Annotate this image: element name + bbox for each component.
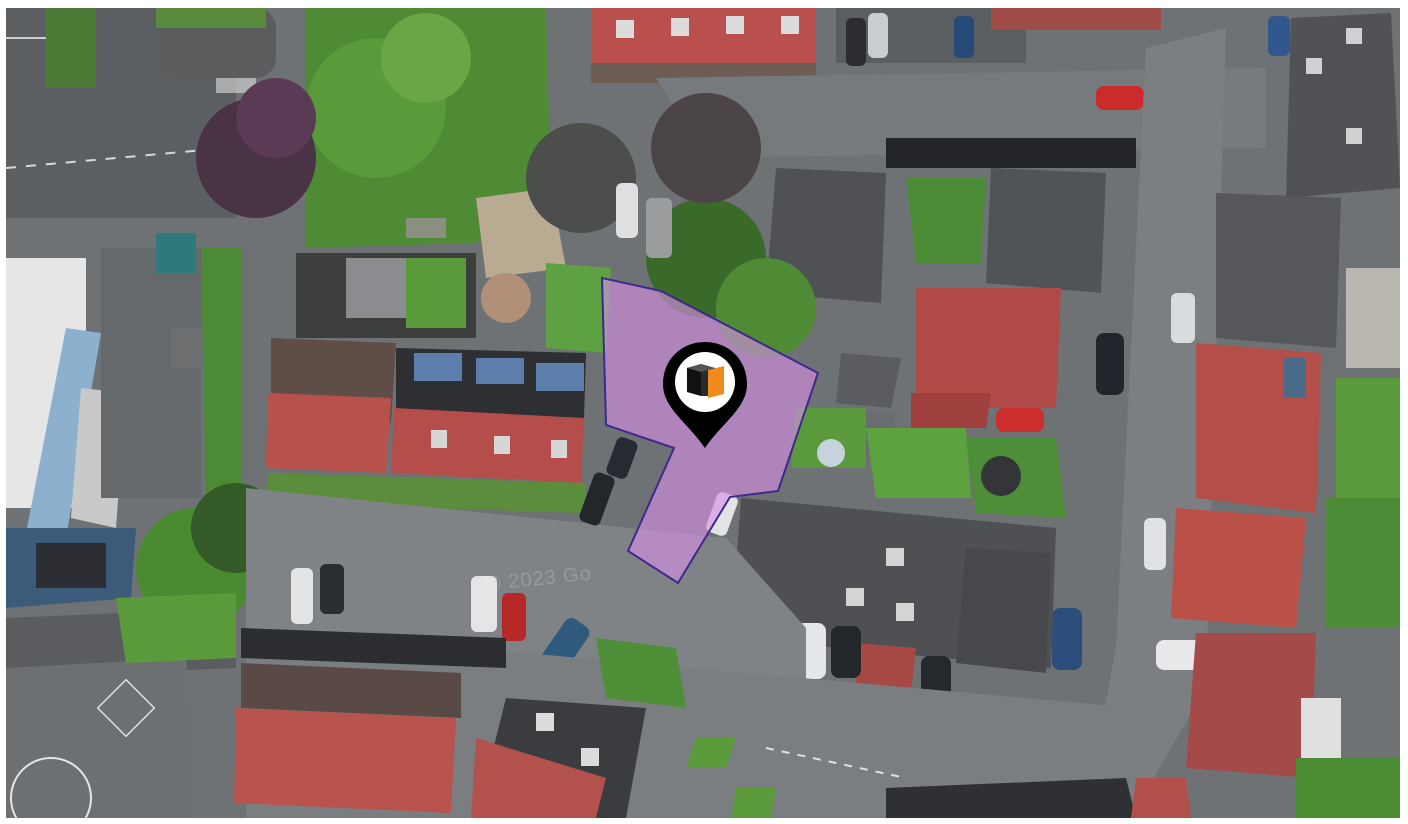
property-location-marker[interactable] [658,338,752,452]
map-imagery [6,8,1400,818]
satellite-map[interactable]: © 2023 Go [6,8,1400,818]
property-cube-icon [687,364,724,398]
